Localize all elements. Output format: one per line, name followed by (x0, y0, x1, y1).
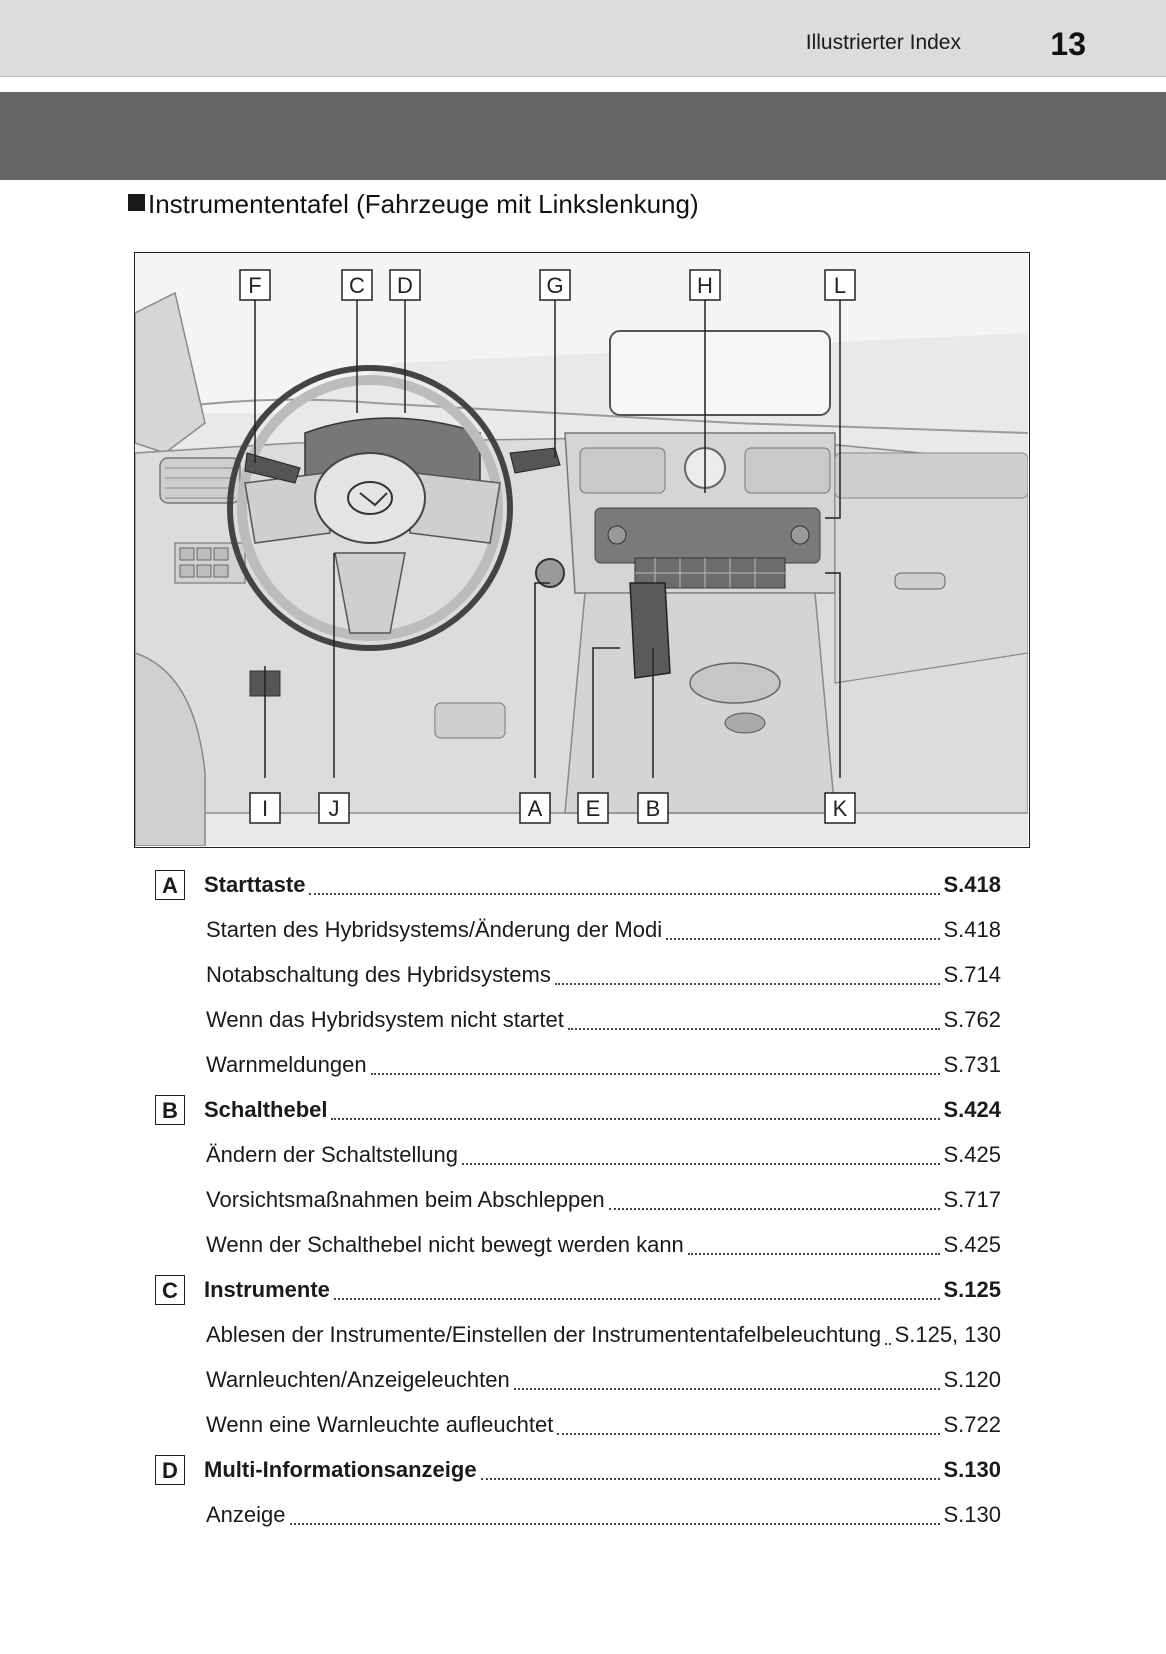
index-entry-sub[interactable]: Ändern der Schaltstellung S.425 (155, 1132, 1001, 1177)
index-entry-main[interactable]: B Schalthebel S.424 (155, 1087, 1001, 1132)
leader-dots (885, 1342, 891, 1345)
entry-page[interactable]: S.722 (943, 1412, 1002, 1437)
leader-dots (309, 892, 940, 895)
section-heading-text: Instrumententafel (Fahrzeuge mit Linksle… (148, 189, 699, 219)
callout-d: D (397, 273, 413, 298)
index-entry-main[interactable]: A Starttaste S.418 (155, 862, 1001, 907)
entry-label: Ändern der Schaltstellung (206, 1142, 458, 1167)
callout-j: J (329, 796, 340, 821)
index-entry-main[interactable]: D Multi-Informationsanzeige S.130 (155, 1447, 1001, 1492)
entry-badge: C (155, 1274, 185, 1305)
chapter-band (0, 92, 1166, 180)
leader-dots (666, 937, 940, 940)
entry-page[interactable]: S.425 (943, 1232, 1002, 1257)
callout-f: F (248, 273, 261, 298)
leader-dots (687, 1252, 940, 1255)
entry-page[interactable]: S.425 (943, 1142, 1002, 1167)
index-entry-sub[interactable]: Notabschaltung des Hybridsystems S.714 (155, 952, 1001, 997)
entry-page[interactable]: S.424 (943, 1097, 1002, 1122)
entry-page[interactable]: S.125 (943, 1277, 1002, 1302)
entry-label: Wenn der Schalthebel nicht bewegt werden… (206, 1232, 684, 1257)
entry-page[interactable]: S.418 (943, 917, 1002, 942)
entry-badge: D (155, 1454, 185, 1485)
entry-badge: B (155, 1094, 185, 1125)
callout-k: K (833, 796, 848, 821)
index-group-d: D Multi-Informationsanzeige S.130 Anzeig… (155, 1447, 1001, 1537)
square-bullet-icon (128, 194, 145, 211)
entry-badge: A (155, 869, 185, 900)
leader-dots (557, 1432, 940, 1435)
index-group-a: A Starttaste S.418 Starten des Hybridsys… (155, 862, 1001, 1087)
callout-b: B (646, 796, 661, 821)
entry-page[interactable]: S.762 (943, 1007, 1002, 1032)
callout-l: L (834, 273, 846, 298)
index-entry-sub[interactable]: Warnmeldungen S.731 (155, 1042, 1001, 1087)
index-entry-sub[interactable]: Ablesen der Instrumente/Einstellen der I… (155, 1312, 1001, 1357)
leader-dots (480, 1477, 940, 1480)
entry-title: Starttaste (204, 872, 306, 897)
leader-dots (289, 1522, 940, 1525)
index-entry-sub[interactable]: Wenn das Hybridsystem nicht startet S.76… (155, 997, 1001, 1042)
index-entry-sub[interactable]: Wenn eine Warnleuchte aufleuchtet S.722 (155, 1402, 1001, 1447)
entry-title: Multi-Informationsanzeige (204, 1457, 477, 1482)
index-entry-sub[interactable]: Anzeige S.130 (155, 1492, 1001, 1537)
entry-title: Schalthebel (204, 1097, 328, 1122)
index-entry-sub[interactable]: Wenn der Schalthebel nicht bewegt werden… (155, 1222, 1001, 1267)
entry-label: Wenn eine Warnleuchte aufleuchtet (206, 1412, 554, 1437)
entry-label: Anzeige (206, 1502, 286, 1527)
leader-dots (567, 1027, 940, 1030)
entry-label: Vorsichtsmaßnahmen beim Abschleppen (206, 1187, 605, 1212)
dashboard-drawing: F C D G H L I J A E B K (135, 253, 1028, 846)
entry-label: Wenn das Hybridsystem nicht startet (206, 1007, 564, 1032)
dashboard-illustration: F C D G H L I J A E B K (134, 252, 1030, 848)
callout-g: G (546, 273, 563, 298)
index-group-c: C Instrumente S.125 Ablesen der Instrume… (155, 1267, 1001, 1447)
entry-page[interactable]: S.130 (943, 1457, 1002, 1482)
callout-e: E (586, 796, 601, 821)
index-entry-sub[interactable]: Starten des Hybridsystems/Änderung der M… (155, 907, 1001, 952)
callout-a: A (528, 796, 543, 821)
entry-title: Instrumente (204, 1277, 330, 1302)
page-header: Illustrierter Index 13 (0, 0, 1166, 77)
entry-page[interactable]: S.130 (943, 1502, 1002, 1527)
callout-h: H (697, 273, 713, 298)
index-entries: A Starttaste S.418 Starten des Hybridsys… (155, 862, 1001, 1537)
entry-page[interactable]: S.125, 130 (894, 1322, 1001, 1347)
leader-dots (608, 1207, 940, 1210)
index-entry-sub[interactable]: Vorsichtsmaßnahmen beim Abschleppen S.71… (155, 1177, 1001, 1222)
leader-dots (513, 1387, 940, 1390)
entry-page[interactable]: S.120 (943, 1367, 1002, 1392)
index-group-b: B Schalthebel S.424 Ändern der Schaltste… (155, 1087, 1001, 1267)
leader-dots (370, 1072, 940, 1075)
leader-dots (461, 1162, 940, 1165)
entry-page[interactable]: S.714 (943, 962, 1002, 987)
entry-label: Warnleuchten/Anzeigeleuchten (206, 1367, 510, 1392)
entry-page[interactable]: S.418 (943, 872, 1002, 897)
leader-dots (554, 982, 940, 985)
section-heading: Instrumententafel (Fahrzeuge mit Linksle… (128, 189, 699, 220)
entry-label: Ablesen der Instrumente/Einstellen der I… (206, 1322, 882, 1347)
index-entry-main[interactable]: C Instrumente S.125 (155, 1267, 1001, 1312)
callout-c: C (349, 273, 365, 298)
callout-i: I (262, 796, 268, 821)
entry-label: Warnmeldungen (206, 1052, 367, 1077)
entry-page[interactable]: S.731 (943, 1052, 1002, 1077)
header-title: Illustrierter Index (805, 31, 961, 54)
entry-page[interactable]: S.717 (943, 1187, 1002, 1212)
leader-dots (331, 1117, 940, 1120)
index-entry-sub[interactable]: Warnleuchten/Anzeigeleuchten S.120 (155, 1357, 1001, 1402)
entry-label: Starten des Hybridsystems/Änderung der M… (206, 917, 663, 942)
leader-dots (333, 1297, 940, 1300)
page-number: 13 (1050, 26, 1086, 62)
entry-label: Notabschaltung des Hybridsystems (206, 962, 551, 987)
